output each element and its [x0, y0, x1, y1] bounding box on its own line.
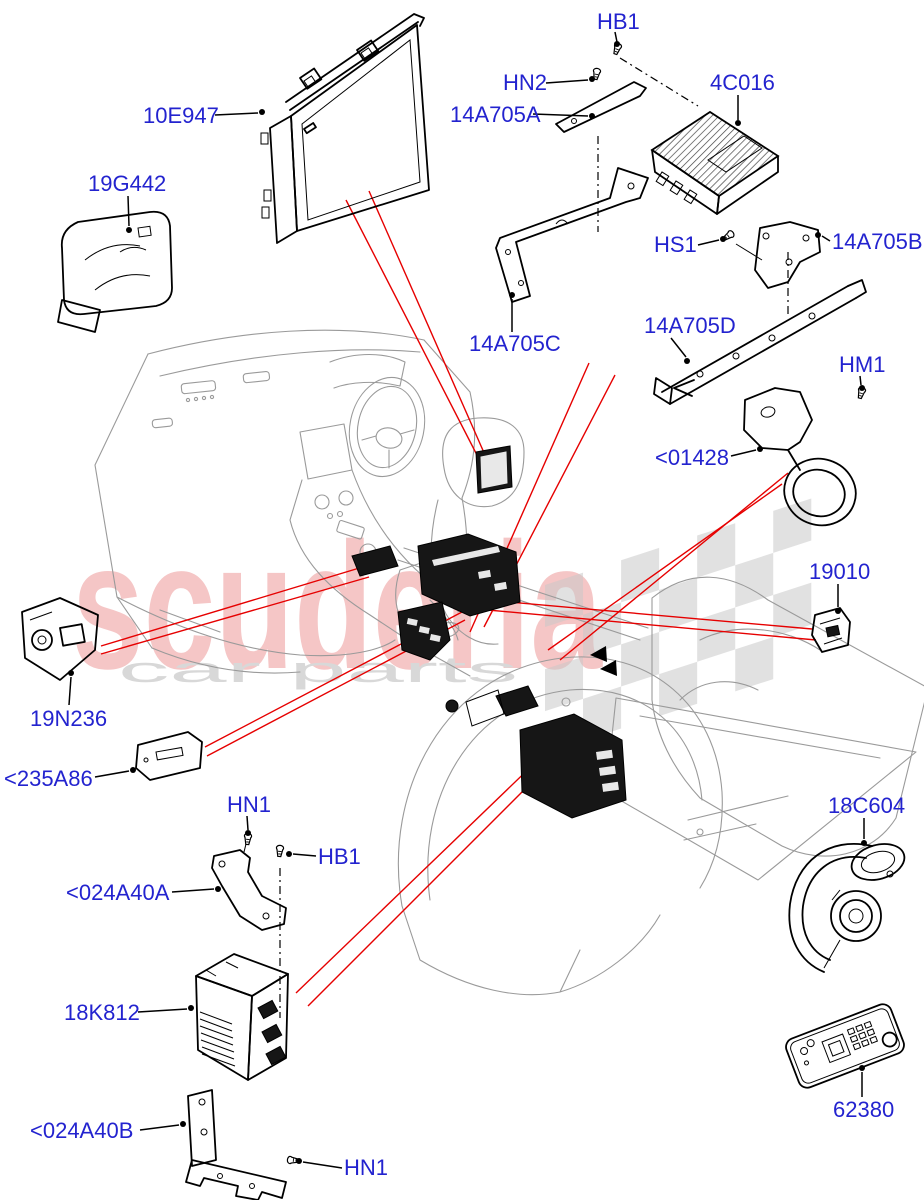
part-drawing-19G442: [57, 210, 173, 333]
watermark: scuderia car parts: [72, 506, 603, 707]
rear-quarter-module: [519, 713, 627, 819]
part-drawing-19010: [811, 607, 851, 653]
part-drawing-18K812: [195, 953, 289, 1081]
part-label-19N236: 19N236: [30, 706, 107, 731]
part-drawing-14A705D: [653, 279, 867, 405]
part-drawing-01428-hook: [743, 387, 857, 527]
part-label-18C604: 18C604: [828, 793, 905, 818]
steering-wheel: [348, 376, 426, 478]
part-label-024A40B: <024A40B: [30, 1118, 133, 1143]
part-label-235A86: <235A86: [4, 766, 93, 791]
part-drawing-14A705C: [495, 167, 649, 303]
part-drawing-14A705A: [555, 57, 699, 232]
watermark-brand-text: scuderia: [72, 506, 603, 707]
part-label-HM1: HM1: [839, 352, 885, 377]
part-drawing-18C604-headphones: [788, 843, 906, 973]
part-label-HN1-b: HN1: [344, 1155, 388, 1180]
part-drawing-19N236: [21, 597, 99, 681]
part-label-HS1: HS1: [654, 232, 697, 257]
part-drawing-024A40B: [185, 1089, 287, 1200]
console-front-connector: [351, 545, 399, 577]
part-label-14A705B: 14A705B: [832, 229, 923, 254]
part-drawing-14A705B: [735, 221, 821, 318]
part-label-14A705C: 14A705C: [469, 331, 561, 356]
part-label-HN1-a: HN1: [227, 792, 271, 817]
part-labels: HB1 HN2 10E947 14A705A 4C016 19G442 HS1 …: [4, 9, 923, 1180]
part-label-01428: <01428: [655, 445, 729, 470]
screw-HB1-b: [275, 844, 285, 858]
part-label-18K812: 18K812: [64, 1000, 140, 1025]
leader-lines: [68, 31, 867, 1169]
part-label-19G442: 19G442: [88, 171, 166, 196]
part-drawing-235A86: [135, 731, 203, 781]
part-label-10E947: 10E947: [143, 103, 219, 128]
rear-quarter-line-art: [395, 417, 924, 996]
part-label-14A705D: 14A705D: [644, 313, 736, 338]
part-label-4C016: 4C016: [710, 70, 775, 95]
console-main-module: [417, 533, 521, 617]
part-label-14A705A: 14A705A: [450, 102, 541, 127]
part-drawing-4C016: [650, 110, 780, 215]
part-label-HB1-top: HB1: [597, 9, 640, 34]
part-drawing-62380-remote: [785, 1003, 905, 1089]
part-label-HB1-b: HB1: [318, 844, 361, 869]
direction-arrows: [590, 379, 695, 676]
installed-modules: [351, 445, 627, 819]
part-label-HN2: HN2: [503, 70, 547, 95]
part-drawing-10E947: [260, 13, 430, 244]
part-drawing-024A40A: [211, 839, 287, 1018]
part-label-62380: 62380: [833, 1097, 894, 1122]
part-label-024A40A: <024A40A: [66, 880, 170, 905]
part-label-19010: 19010: [809, 559, 870, 584]
